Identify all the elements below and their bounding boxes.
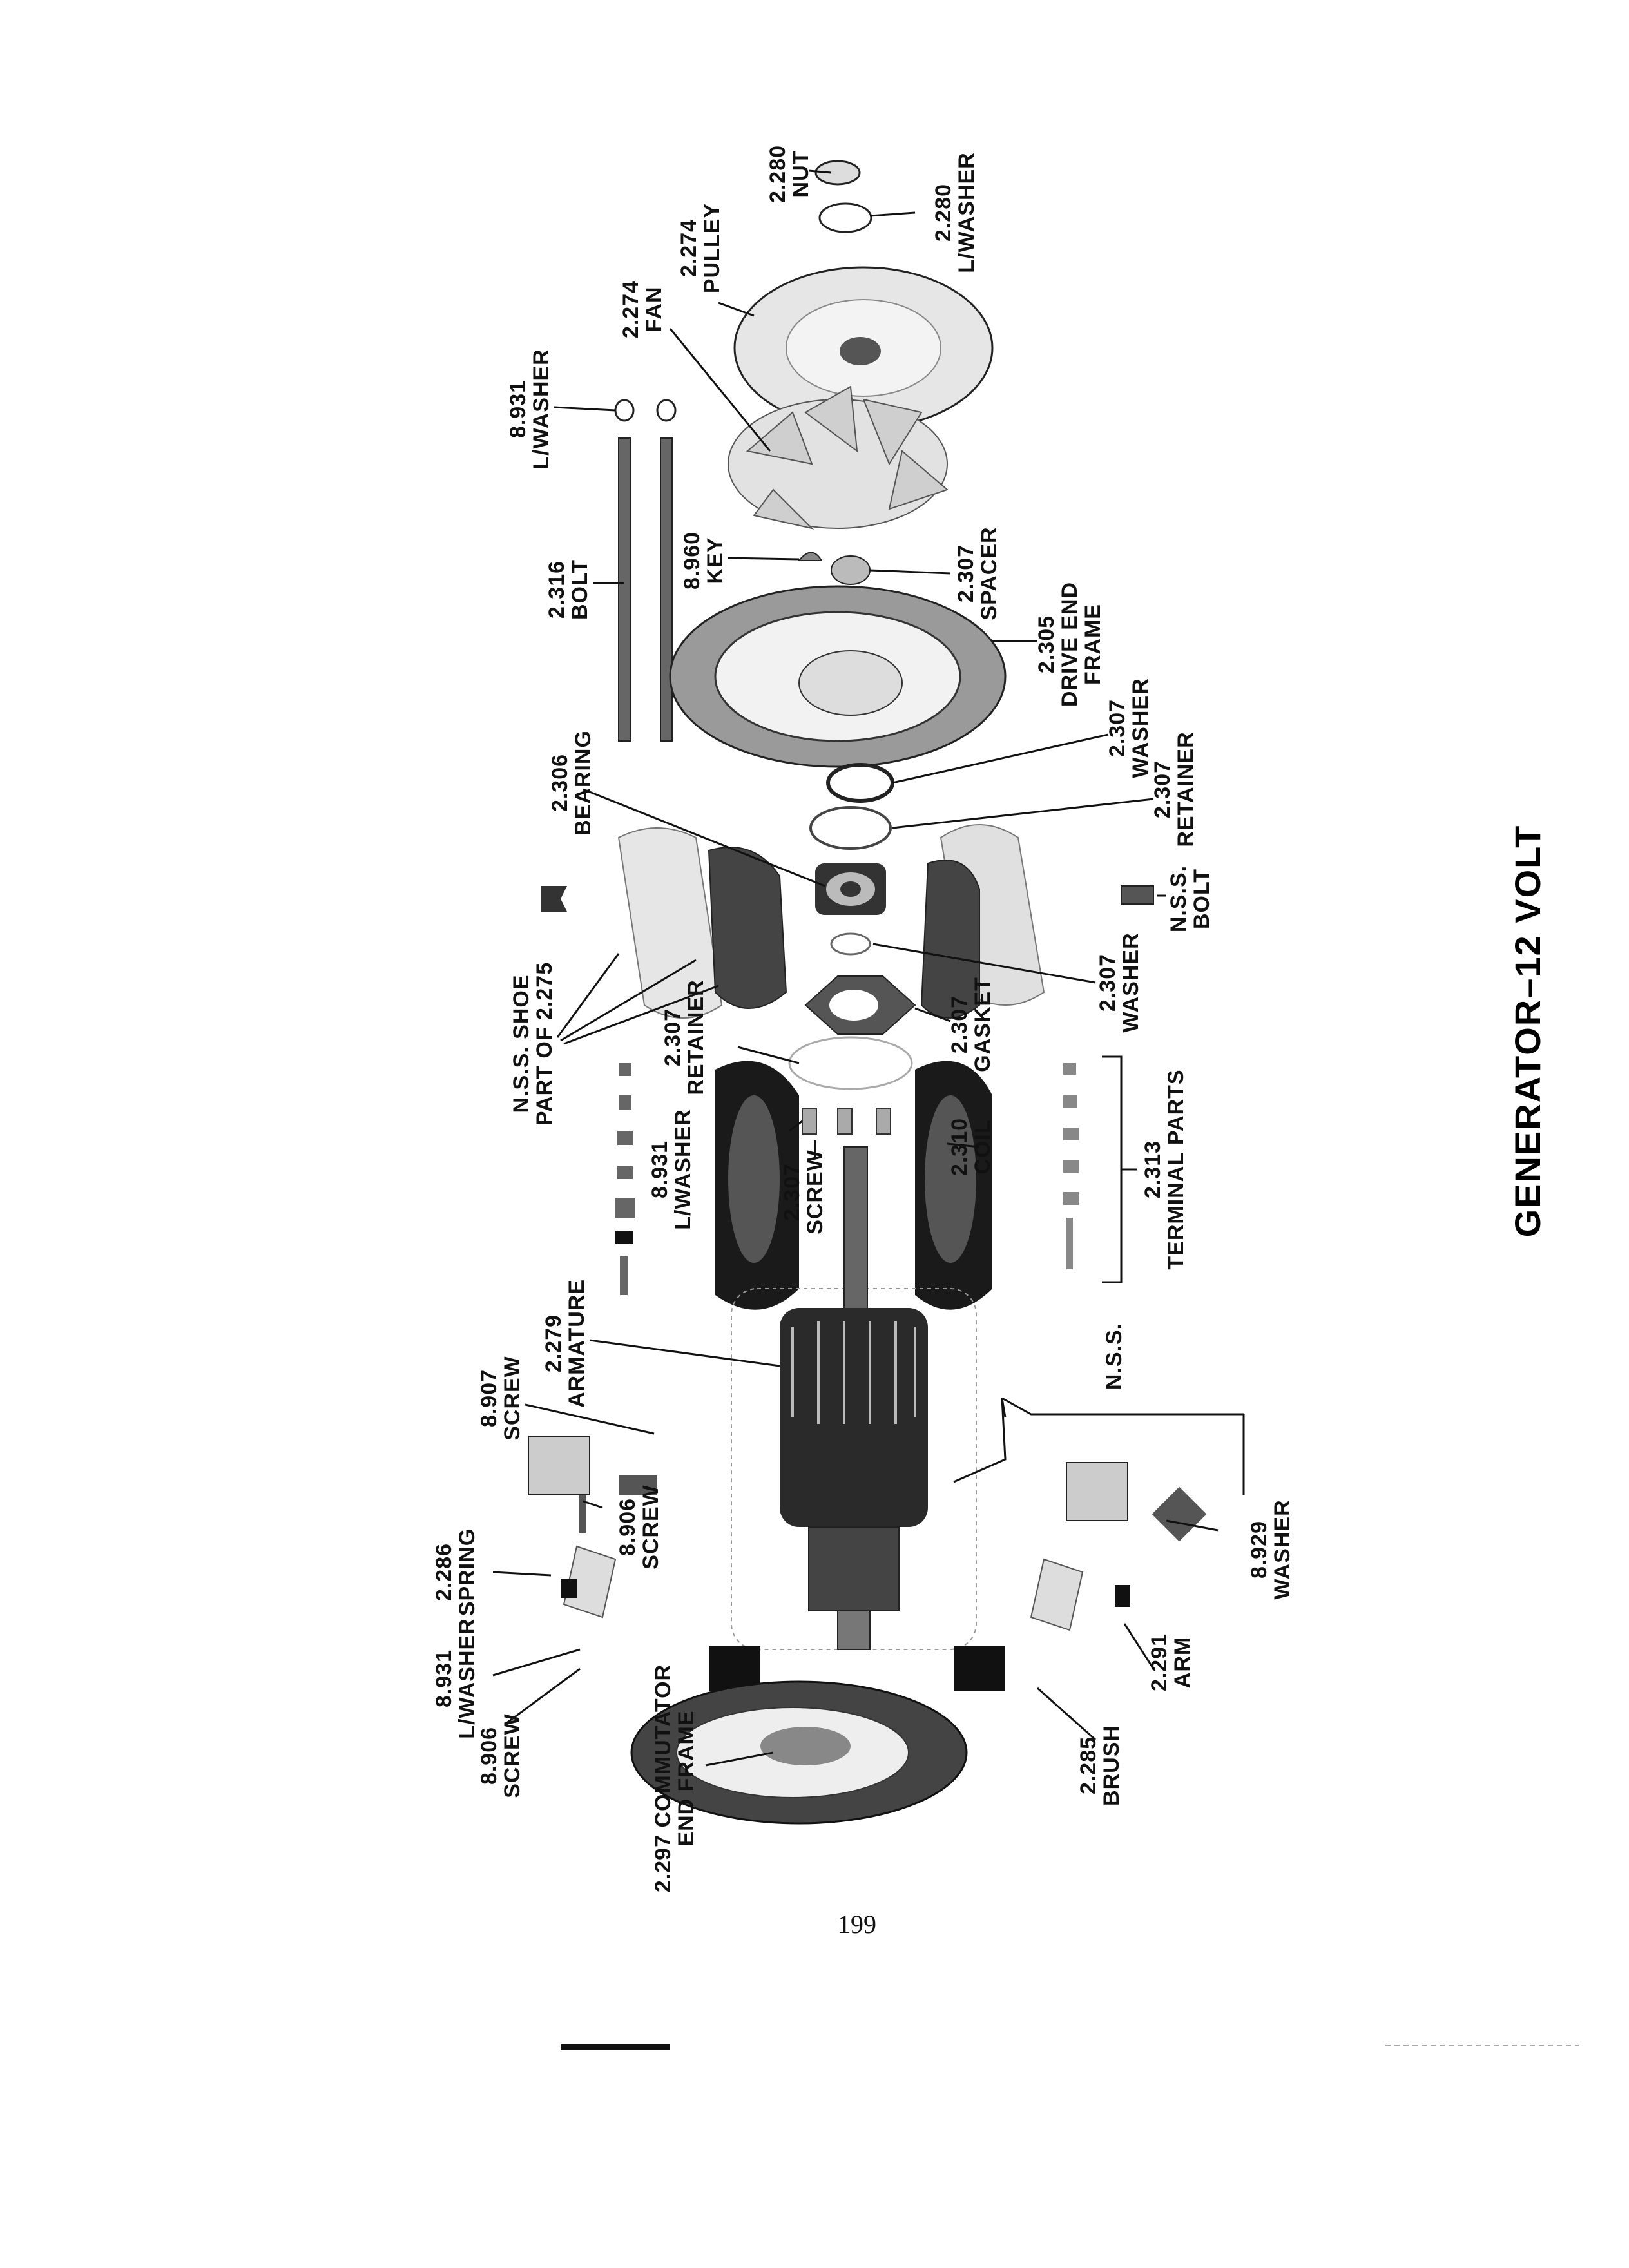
field-coils-part xyxy=(715,1061,992,1310)
label-lwasher-bolt: 8.931L/WASHER xyxy=(506,349,554,469)
label-screw-8906-bottom: 8.906SCREW xyxy=(477,1713,525,1798)
bearing-part xyxy=(815,863,886,915)
label-key: 8.960KEY xyxy=(680,532,728,590)
fan-part xyxy=(728,385,949,530)
label-pulley: 2.274PULLEY xyxy=(677,203,724,293)
label-screw-8906-top: 8.906SCREW xyxy=(615,1485,663,1570)
label-spring: 2.286SPRING xyxy=(432,1528,479,1616)
label-screw-8907: 8.907SCREW xyxy=(477,1356,525,1441)
label-bolt: 2.316BOLT xyxy=(545,559,592,620)
label-lwasher-coil: 8.931L/WASHER xyxy=(648,1109,695,1229)
page-title: GENERATOR–12 VOLT xyxy=(1507,825,1548,1238)
nut-part xyxy=(815,160,861,186)
page-number: 199 xyxy=(838,1910,876,1939)
retainer-part-a xyxy=(809,806,892,850)
bolt-part-upper xyxy=(618,437,631,742)
label-retainer-a: 2.307RETAINER xyxy=(1150,731,1198,847)
coil-screws-part xyxy=(802,1108,891,1135)
brush-part-bottom xyxy=(954,1646,1005,1691)
key-part xyxy=(797,552,823,561)
pulley-washer-part xyxy=(818,202,872,233)
label-lwasher-pulley: 2.280L/WASHER xyxy=(931,152,979,273)
terminal-parts-bottom xyxy=(1063,1063,1079,1269)
label-brush: 2.285BRUSH xyxy=(1076,1725,1124,1806)
nss-bolt-part xyxy=(1121,885,1154,905)
label-screw-coil: 2.307SCREW xyxy=(780,1149,827,1235)
washer-part-a xyxy=(826,763,894,803)
label-armature: 2.279ARMATURE xyxy=(541,1279,589,1408)
label-fan: 2.274FAN xyxy=(619,280,666,338)
bolt-part-lower xyxy=(660,437,673,742)
label-terminal-parts: 2.313TERMINAL PARTS xyxy=(1141,1069,1188,1269)
label-nss-bolt: N.S.S.BOLT xyxy=(1166,865,1214,932)
parts-illustration xyxy=(528,160,1207,1825)
label-lwasher-comm: 8.931L/WASHER xyxy=(432,1618,479,1738)
commutator-end-frame-part xyxy=(630,1680,968,1825)
label-washer-8929: 8.929WASHER xyxy=(1247,1499,1295,1599)
armature-part xyxy=(731,1146,977,1650)
label-drive-end-frame: 2.305DRIVE ENDFRAME xyxy=(1034,582,1105,707)
label-shoe: N.S.S. SHOEPART OF 2.275 xyxy=(509,962,557,1126)
part-labels: 2.280NUT 2.280L/WASHER 2.274PULLEY 2.274… xyxy=(432,145,1295,1892)
leader-lines xyxy=(492,169,1245,1767)
label-spacer: 2.307SPACER xyxy=(954,526,1001,620)
label-comm-end-frame: 2.297 COMMUTATOREND FRAME xyxy=(651,1664,699,1892)
label-nss: N.S.S. xyxy=(1102,1323,1126,1390)
spacer-part xyxy=(831,555,871,585)
drive-end-frame-part xyxy=(669,585,1007,768)
label-arm: 2.291ARM xyxy=(1147,1633,1195,1691)
scan-mark-left xyxy=(561,2044,670,2050)
label-retainer-b: 2.307RETAINER xyxy=(660,979,708,1095)
label-nut: 2.280NUT xyxy=(766,145,813,203)
brush-holder-top xyxy=(528,1436,657,1619)
label-washer-b: 2.307WASHER xyxy=(1095,932,1143,1032)
retainer-part-b xyxy=(788,1036,913,1090)
label-gasket: 2.307GASKET xyxy=(947,977,995,1072)
washer-part-b xyxy=(830,932,871,956)
label-coil: 2.310COIL xyxy=(947,1118,995,1176)
brush-holder-bottom xyxy=(1030,1462,1207,1631)
label-bearing: 2.306BEARING xyxy=(548,730,595,836)
label-washer-a: 2.307WASHER xyxy=(1105,678,1153,778)
terminal-parts-top xyxy=(615,1063,635,1295)
